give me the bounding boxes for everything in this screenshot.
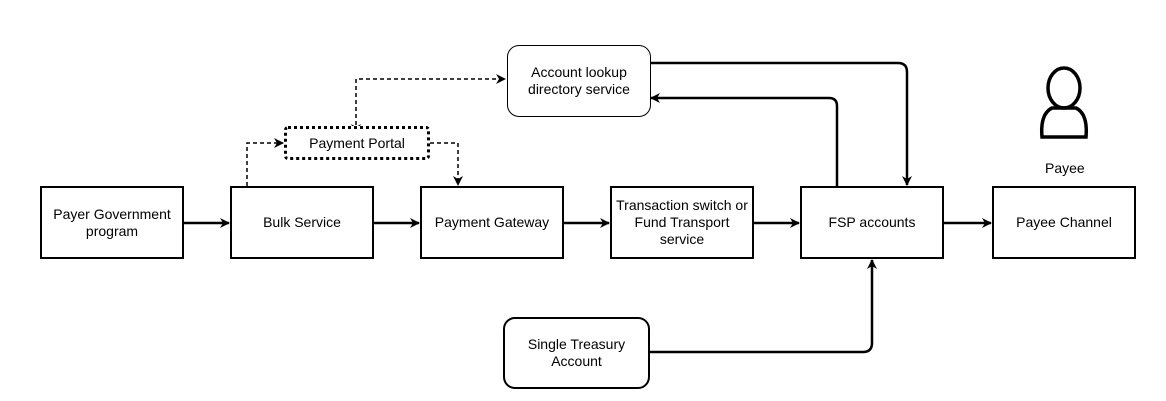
payee-channel-label: Payee Channel [1016, 214, 1112, 230]
fsp-accounts-label: FSP accounts [828, 214, 916, 230]
bulk-service-node: Bulk Service [230, 186, 374, 259]
account-lookup-directory-label: Account lookup directory service [528, 64, 630, 97]
payer-government-program-node: Payer Government program [40, 186, 184, 259]
arrow-portal-lookup [351, 74, 506, 134]
single-treasury-account-node: Single Treasury Account [503, 317, 650, 389]
transaction-switch-node: Transaction switch or Fund Transport ser… [610, 186, 754, 259]
arrow-fsp-lookup [650, 93, 839, 186]
transaction-switch-label: Transaction switch or Fund Transport ser… [616, 197, 748, 247]
single-treasury-account-label: Single Treasury Account [527, 336, 626, 369]
payee-label: Payee [1045, 160, 1085, 176]
payment-portal-node: Payment Portal [284, 126, 430, 160]
fsp-accounts-node: FSP accounts [800, 186, 944, 259]
person-icon [1039, 66, 1089, 139]
bulk-service-label: Bulk Service [263, 214, 341, 230]
account-lookup-directory-node: Account lookup directory service [507, 45, 651, 117]
payer-government-program-label: Payer Government program [53, 205, 171, 239]
arrow-bulk-portal [246, 138, 284, 186]
payee-channel-node: Payee Channel [992, 186, 1136, 259]
payment-portal-label: Payment Portal [309, 134, 405, 151]
arrow-lookup-fsp [651, 61, 912, 186]
arrow-portal-gateway [430, 142, 463, 186]
payment-gateway-label: Payment Gateway [434, 214, 550, 230]
payment-gateway-node: Payment Gateway [420, 186, 564, 259]
arrow-treasury-fsp [650, 259, 877, 354]
